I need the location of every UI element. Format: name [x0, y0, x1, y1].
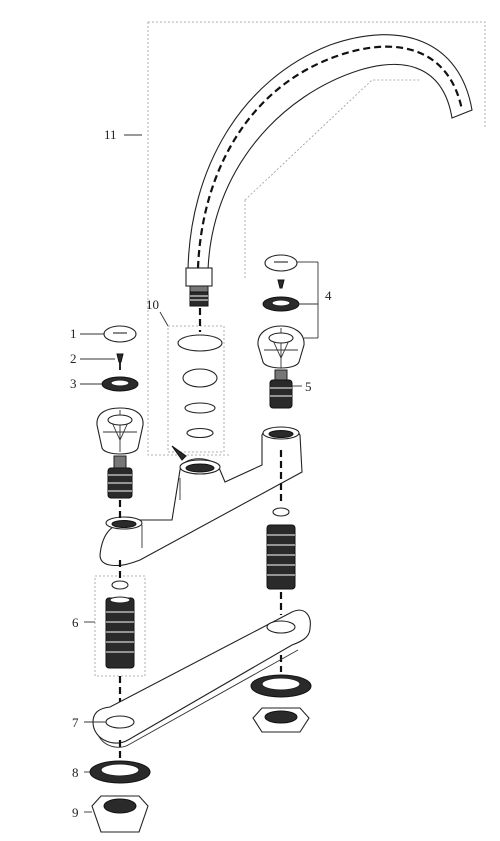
callout-7: 7	[72, 715, 79, 730]
right-handle-assembly	[257, 254, 319, 409]
washer-part-8	[89, 760, 151, 784]
callout-leaders	[80, 134, 302, 813]
callout-11: 11	[104, 127, 117, 142]
right-shank-assembly	[250, 450, 312, 733]
callout-6: 6	[72, 615, 79, 630]
callout-4: 4	[325, 288, 332, 303]
seal-kit-part-10	[167, 325, 225, 461]
callout-5: 5	[305, 379, 312, 394]
nut-part-9	[91, 795, 149, 833]
callout-10: 10	[146, 297, 159, 312]
callout-1: 1	[70, 326, 77, 341]
callout-labels: 11 10 1 2 3 4 5 6 7 8 9	[70, 127, 332, 820]
callout-2: 2	[70, 351, 77, 366]
left-handle-assembly	[96, 325, 144, 499]
callout-3: 3	[70, 376, 77, 391]
spout-group-frame	[147, 21, 486, 456]
base-plate-part-7	[92, 609, 311, 760]
faucet-body	[99, 426, 303, 566]
callout-8: 8	[72, 765, 79, 780]
spout-part-11	[185, 34, 473, 307]
left-shank-part-6	[94, 500, 146, 712]
callout-9: 9	[72, 805, 79, 820]
